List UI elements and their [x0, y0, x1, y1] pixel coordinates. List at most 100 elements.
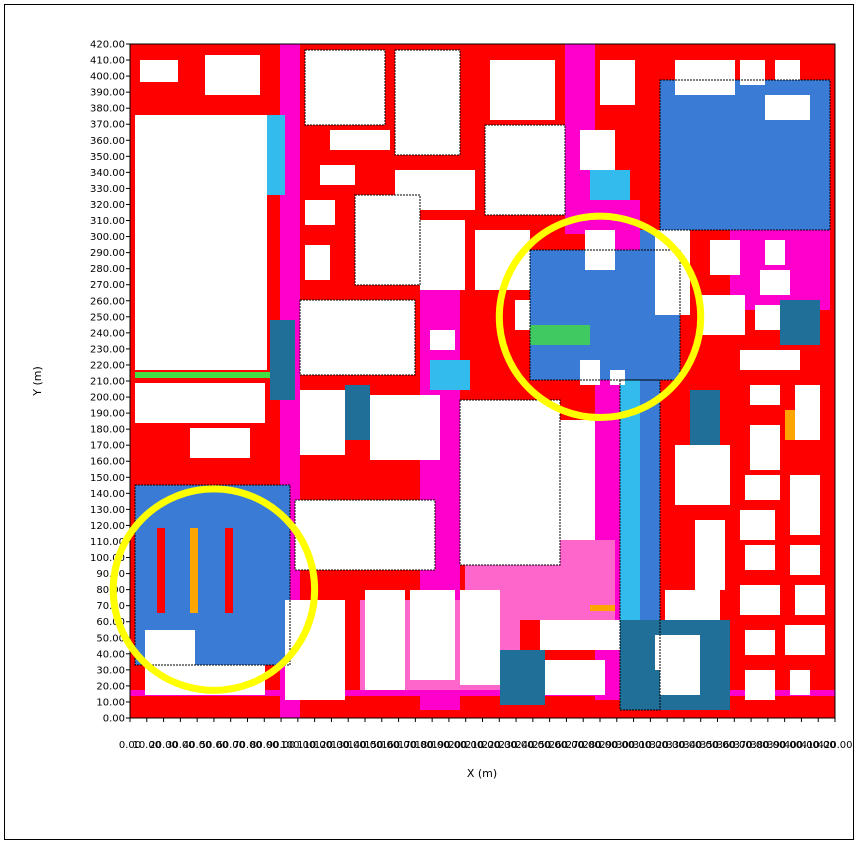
x-tick-label: 130.00	[331, 740, 366, 751]
zone-teal	[500, 650, 545, 705]
y-tick-label: 170.00	[90, 441, 125, 452]
y-tick-label: 280.00	[90, 264, 125, 275]
building	[305, 200, 335, 225]
y-tick-label: 130.00	[90, 505, 125, 516]
y-tick-label: 250.00	[90, 312, 125, 323]
building	[775, 60, 800, 80]
y-tick-label: 110.00	[90, 537, 125, 548]
building	[700, 295, 745, 335]
building	[365, 590, 405, 690]
building	[305, 50, 385, 125]
x-tick-label: 80.00	[250, 740, 279, 751]
zone-strip	[225, 528, 233, 613]
x-tick-label: 220.00	[482, 740, 517, 751]
building	[545, 660, 605, 695]
y-tick-label: 350.00	[90, 152, 125, 163]
building	[140, 60, 178, 82]
building	[740, 585, 780, 615]
building	[740, 60, 765, 85]
building	[765, 240, 785, 265]
building	[795, 385, 820, 440]
building	[145, 630, 195, 665]
y-tick-label: 210.00	[90, 377, 125, 388]
x-tick-label: 110.00	[297, 740, 332, 751]
x-tick-label: 90.00	[267, 740, 296, 751]
y-tick-label: 390.00	[90, 88, 125, 99]
building	[135, 115, 267, 370]
building	[790, 475, 820, 535]
building	[395, 50, 460, 155]
x-tick-label: 70.00	[233, 740, 262, 751]
zone-teal	[345, 385, 370, 440]
x-tick-label: 10.00	[132, 740, 161, 751]
y-tick-label: 400.00	[90, 72, 125, 83]
x-tick-label: 160.00	[381, 740, 416, 751]
y-tick-label: 120.00	[90, 521, 125, 532]
highlight-circle-zone-bottom-left	[109, 485, 319, 694]
zone-teal	[780, 300, 820, 345]
building	[785, 625, 825, 655]
y-tick-label: 200.00	[90, 393, 125, 404]
y-tick-label: 220.00	[90, 360, 125, 371]
building	[135, 383, 265, 423]
building	[540, 620, 620, 650]
x-tick-label: 290.00	[599, 740, 634, 751]
y-tick-label: 410.00	[90, 56, 125, 67]
y-tick-label: 320.00	[90, 200, 125, 211]
y-tick-label: 190.00	[90, 409, 125, 420]
x-tick-label: 250.00	[532, 740, 567, 751]
building	[460, 400, 560, 565]
building	[420, 220, 465, 290]
zone-green	[135, 372, 270, 378]
building	[580, 130, 615, 170]
y-tick-label: 140.00	[90, 489, 125, 500]
building	[410, 590, 455, 680]
building	[710, 240, 740, 275]
zone-cyan	[430, 360, 470, 390]
y-tick-label: 10.00	[96, 697, 125, 708]
building	[765, 95, 810, 120]
x-tick-label: 30.00	[166, 740, 195, 751]
zone-teal	[270, 320, 295, 400]
x-tick-label: 300.00	[616, 740, 651, 751]
building	[745, 630, 775, 655]
x-tick-label: 100.00	[280, 740, 315, 751]
building	[745, 475, 780, 500]
building	[655, 635, 700, 670]
y-tick-label: 310.00	[90, 216, 125, 227]
x-tick-label: 60.00	[216, 740, 245, 751]
zone-orange	[590, 605, 615, 611]
x-tick-label: 410.00	[801, 740, 836, 751]
x-tick-label: 340.00	[683, 740, 718, 751]
y-tick-label: 260.00	[90, 296, 125, 307]
building	[295, 500, 435, 570]
y-tick-label: 240.00	[90, 328, 125, 339]
building	[675, 445, 730, 505]
zone-blue	[640, 230, 660, 710]
y-tick-label: 50.00	[96, 633, 125, 644]
contour-lines	[134, 49, 831, 711]
x-tick-label: 50.00	[200, 740, 229, 751]
y-tick-label: 0.00	[103, 714, 125, 725]
zone-green	[530, 325, 590, 345]
x-tick-label: 390.00	[767, 740, 802, 751]
building	[665, 590, 720, 620]
building	[205, 55, 260, 95]
x-tick-label: 180.00	[415, 740, 450, 751]
y-tick-label: 30.00	[96, 665, 125, 676]
building	[580, 360, 600, 385]
building	[750, 425, 780, 470]
y-tick-label: 70.00	[96, 601, 125, 612]
x-axis-label: X (m)	[467, 767, 497, 780]
y-tick-label: 330.00	[90, 184, 125, 195]
x-tick-label: 140.00	[348, 740, 383, 751]
y-tick-label: 160.00	[90, 457, 125, 468]
building	[305, 245, 330, 280]
building	[745, 545, 775, 570]
building	[790, 545, 820, 575]
x-axis-ticks: 0.0010.0020.0030.0040.0050.0060.0070.008…	[119, 718, 853, 751]
building	[190, 428, 250, 458]
building	[600, 60, 635, 105]
building	[745, 670, 775, 700]
